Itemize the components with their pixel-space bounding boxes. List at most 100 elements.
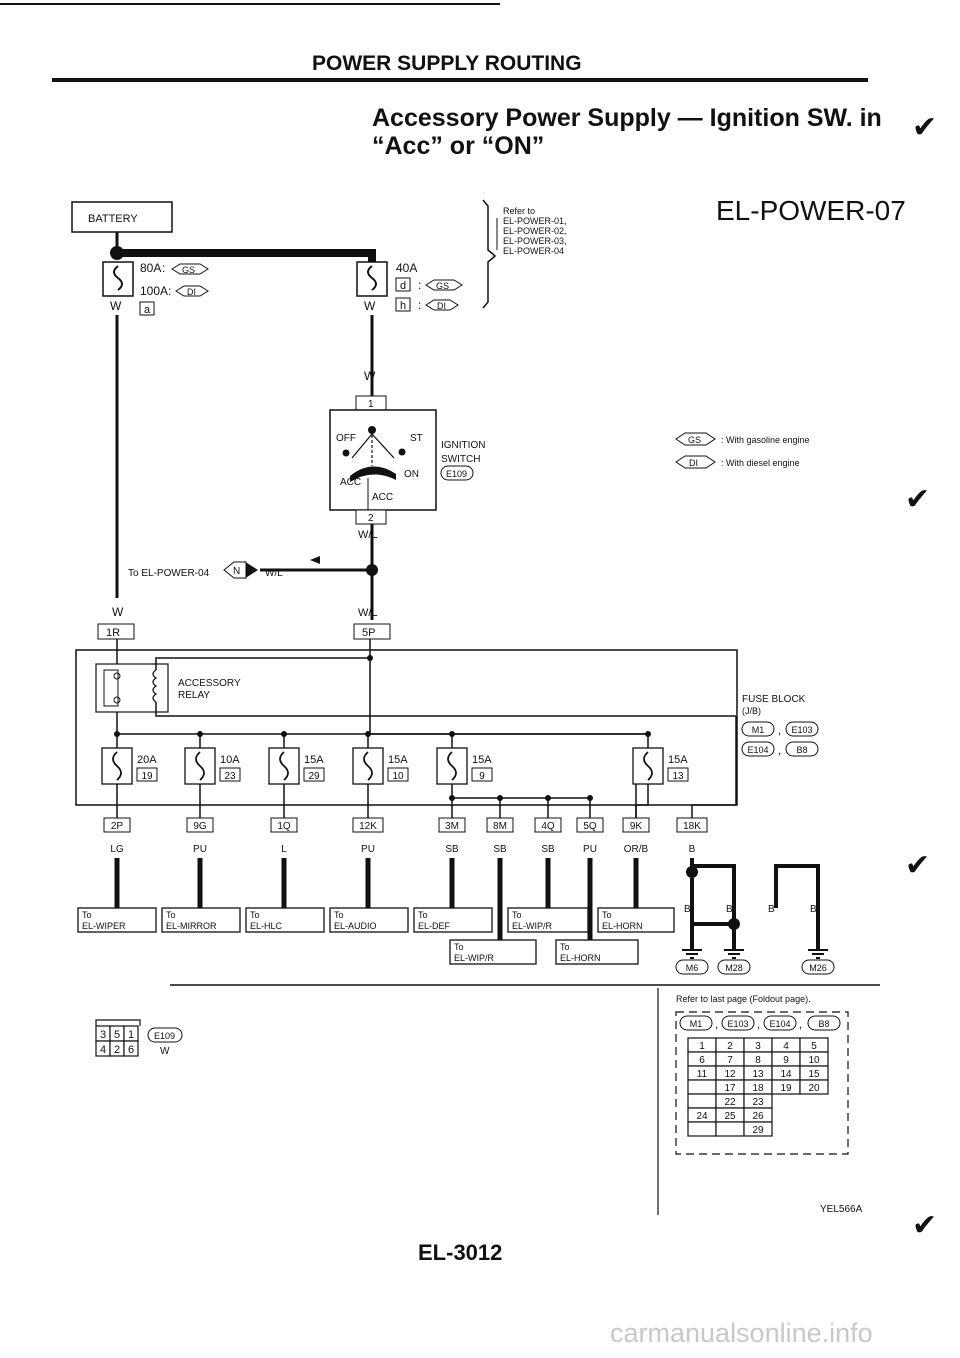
svg-text:EL-POWER-01,: EL-POWER-01,: [503, 216, 567, 226]
grid-pin: 10: [808, 1055, 820, 1066]
svg-text:E103: E103: [727, 1019, 748, 1029]
conn-5p-box: [353, 623, 391, 640]
output-conn: 18K: [683, 821, 701, 832]
svg-text:: With gasoline engine: : With gasoline engine: [721, 435, 810, 445]
output-row: 2PLG9GPU1QL12KPU3MSB8MSB4QSB5QPU9KOR/B18…: [103, 716, 737, 855]
foldout-conn-m1: M1: [679, 1015, 713, 1031]
pin-number: 2: [114, 1044, 120, 1056]
fuse-rating: 15A: [388, 754, 408, 766]
grid-pin: 3: [755, 1041, 761, 1052]
svg-text:To: To: [418, 910, 428, 920]
ref-box-a: [139, 301, 155, 316]
conn-1r: 1R: [106, 627, 120, 639]
ign-pos-st: ST: [410, 433, 423, 444]
grid-pin: 22: [724, 1097, 736, 1108]
output-wire: PU: [193, 844, 207, 855]
grid-cell: [687, 1121, 717, 1137]
pin-number: 1: [128, 1029, 134, 1041]
svg-text:E104: E104: [769, 1019, 790, 1029]
switch-rotor: [350, 466, 396, 482]
grid-cell: [799, 1079, 829, 1095]
svg-text:EL-HORN: EL-HORN: [560, 953, 601, 963]
svg-text:EL-HORN: EL-HORN: [602, 921, 643, 931]
svg-text:E104: E104: [747, 745, 768, 755]
fuse-block-conn-b8: B8: [785, 741, 819, 757]
feed-9k: [635, 784, 649, 818]
output-wire: PU: [361, 844, 375, 855]
ground-conn-m6: M6: [675, 959, 709, 975]
svg-text:Refer to: Refer to: [503, 206, 535, 216]
small-conn-color: W: [160, 1046, 170, 1057]
wire-label-w3: W: [364, 369, 376, 383]
svg-text:EL-WIP/R: EL-WIP/R: [454, 953, 495, 963]
output-wire: OR/B: [624, 844, 649, 855]
ref-box-d: [395, 277, 411, 292]
fuse-ref-a: a: [144, 304, 151, 316]
svg-text:To: To: [334, 910, 344, 920]
pin-number: 5: [114, 1029, 120, 1041]
svg-text:: With diesel engine: : With diesel engine: [721, 458, 800, 468]
relay-contact-box: [103, 669, 119, 707]
conn-5p: 5P: [362, 627, 375, 639]
battery-box: [71, 201, 173, 233]
comma: ,: [778, 745, 781, 757]
colon-sep: :: [162, 261, 165, 275]
relay-contact-bottom: [113, 696, 121, 704]
ignition-switch-box: [329, 409, 437, 511]
grid-cell: [687, 1079, 717, 1095]
ground-wire-label: B: [726, 904, 733, 915]
conn-latch: [95, 1019, 141, 1026]
grid-pin: 13: [752, 1069, 764, 1080]
watermark: carmanualsonline.info: [610, 1318, 873, 1348]
di-badge-1: DI: [175, 285, 209, 297]
refer-note: Refer to EL-POWER-01, EL-POWER-02, EL-PO…: [503, 206, 567, 256]
ground-wire-a: [690, 864, 736, 908]
grid-pin: 17: [724, 1083, 736, 1094]
ign-pos-on: ON: [404, 469, 419, 480]
branch-label: To EL-POWER-04: [128, 568, 210, 579]
output-wire: LG: [110, 844, 124, 855]
ign-title-1: IGNITION: [441, 440, 485, 451]
grid-pin: 11: [697, 1069, 708, 1080]
svg-text:M26: M26: [809, 963, 827, 973]
grid-pin: 23: [752, 1097, 764, 1108]
svg-text:To: To: [602, 910, 612, 920]
ground-conn-m26: M26: [801, 959, 835, 975]
colon-sep: :: [168, 284, 171, 298]
subtitle-line-2: “Acc” or “ON”: [372, 132, 545, 160]
pin-cell: [123, 1040, 139, 1057]
ground-conn-m28: M28: [717, 959, 751, 975]
grid-pin: 6: [699, 1055, 705, 1066]
fuse-rating: 15A: [668, 754, 688, 766]
branch-arrow: [244, 561, 258, 579]
diagram-id: EL-POWER-07: [716, 195, 906, 226]
ign-pos-acc: ACC: [340, 477, 361, 488]
e109-pill-footer: [147, 1027, 183, 1043]
section-title: POWER SUPPLY ROUTING: [312, 52, 582, 75]
relay-contact-top: [113, 672, 121, 680]
fuse-rating-di: 100A: [140, 284, 168, 298]
grid-pin: 2: [727, 1041, 733, 1052]
switch-contact-off: [342, 449, 350, 457]
svg-text:To: To: [250, 910, 260, 920]
output-wire: SB: [493, 844, 507, 855]
check-mark-2: ✔: [905, 483, 931, 516]
svg-text:DI: DI: [437, 301, 446, 311]
ref-box-h: [395, 297, 411, 312]
ground-symbol: [724, 949, 744, 959]
svg-text:M1: M1: [690, 1019, 703, 1029]
page-number: EL-3012: [418, 1240, 502, 1265]
svg-text:GS: GS: [436, 281, 449, 291]
switch-contact-st: [398, 448, 406, 456]
